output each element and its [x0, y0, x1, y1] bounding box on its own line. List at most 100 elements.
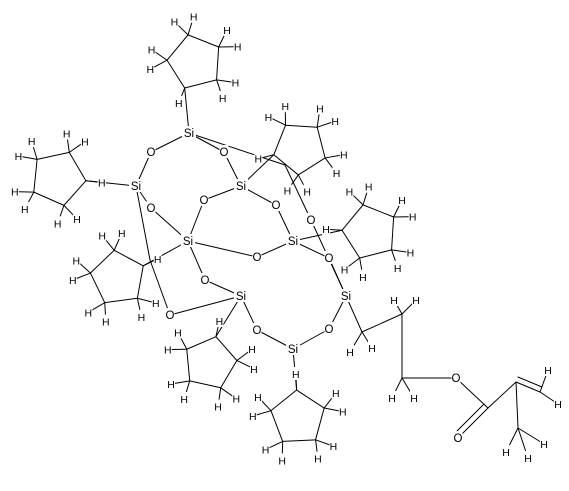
c-h-bond	[154, 51, 168, 61]
c-h-bond	[315, 439, 331, 446]
c-c-bond	[184, 79, 218, 89]
c-c-bond	[186, 348, 191, 382]
hydrogen-label-bg	[147, 42, 156, 56]
c-c-bond	[270, 410, 284, 442]
hydrogen-label: H	[85, 307, 93, 319]
c-c-bond	[113, 249, 144, 267]
ester-oxygen-label: O	[452, 373, 461, 385]
silicon-label: Si	[341, 291, 351, 303]
c-c-bond	[296, 389, 325, 409]
hydrogen-label-bg	[315, 101, 324, 115]
hydrogen-label: H	[15, 151, 23, 163]
c-c-bond	[216, 46, 220, 81]
c-c-double-bond	[517, 376, 543, 388]
hydrogen-label: H	[98, 231, 106, 243]
carbonyl-oxygen-label: O	[454, 433, 463, 445]
hydrogen-label-bg	[338, 404, 347, 418]
hydrogen-label-bg	[264, 109, 273, 123]
hydrogen-label: H	[118, 228, 126, 240]
si-o-bond	[135, 185, 151, 261]
hydrogen-label-bg	[222, 22, 231, 36]
hydrogen-label: H	[73, 214, 81, 226]
si-o-bond	[149, 259, 171, 316]
c-c-bond	[273, 154, 299, 176]
silicon-label: Si	[288, 344, 298, 356]
hydrogen-label-bg	[254, 151, 263, 165]
c-h-bond	[220, 387, 234, 397]
hydrogen-label: H	[167, 379, 175, 391]
hydrogen-label-bg	[53, 216, 62, 230]
c-c-bond	[166, 34, 189, 61]
c-c-bond	[391, 216, 395, 251]
hydrogen-label: H	[180, 394, 188, 406]
c-c-bond	[362, 204, 395, 218]
hydrogen-label-bg	[20, 201, 29, 215]
hydrogen-label-bg	[249, 361, 258, 375]
hydrogen-label-bg	[84, 305, 93, 319]
hydrogen-label: H	[69, 275, 77, 287]
c-c-bond	[359, 249, 393, 259]
hydrogen-label: H	[333, 168, 341, 180]
hydrogen-label-bg	[101, 314, 110, 328]
hydrogen-label: H	[341, 264, 349, 276]
hydrogen-label-bg	[163, 342, 172, 356]
si-c-bond	[215, 295, 242, 338]
c-c-bond	[341, 229, 361, 259]
c-h-bond	[323, 407, 340, 412]
hydrogen-label: H	[255, 154, 263, 166]
hydrogen-label-bg	[173, 325, 182, 339]
hydrogen-label: H	[102, 317, 110, 329]
c-h-bond	[236, 359, 251, 368]
hydrogen-label: H	[330, 441, 338, 453]
hydrogen-label: H	[234, 42, 242, 54]
c-c-bond	[89, 272, 106, 304]
hydrogen-label-bg	[180, 391, 189, 405]
hydrogen-label-bg	[146, 62, 155, 76]
c-h-bond	[316, 121, 332, 128]
c-c-bond	[285, 124, 318, 128]
si-c-bond	[292, 229, 343, 242]
hydrogen-label-bg	[358, 269, 367, 283]
silicon-label-bg	[234, 289, 248, 302]
silicon-label-bg	[181, 234, 195, 247]
c-c-bond	[166, 59, 186, 89]
hydrogen-label: H	[524, 453, 532, 465]
hydrogen-label: H	[332, 388, 340, 400]
c-c-bond	[104, 297, 138, 304]
c-h-bond	[91, 302, 106, 311]
hydrogen-label-bg	[117, 225, 126, 239]
c-h-bond	[362, 190, 368, 206]
c-c-bond	[220, 359, 238, 389]
oxygen-label: O	[166, 310, 175, 322]
hydrogen-label: H	[398, 195, 406, 207]
c-h-bond	[271, 118, 287, 126]
oxygen-label-bg	[252, 323, 262, 336]
hydrogen-label: H	[284, 185, 292, 197]
oxygen-label-bg	[146, 201, 156, 214]
hydrogen-label: H	[339, 407, 347, 419]
hydrogen-label-bg	[368, 341, 376, 354]
c-h-bond	[187, 20, 193, 36]
hydrogen-label: H	[148, 44, 156, 56]
hydrogen-label: H	[340, 150, 348, 162]
hydrogen-label-bg	[412, 293, 420, 306]
hydrogen-label-bg	[80, 134, 89, 148]
hydrogen-label: H	[28, 136, 36, 148]
hydrogen-label: H	[262, 445, 270, 457]
hydrogen-label-bg	[313, 451, 322, 465]
c-h-bond	[63, 204, 75, 217]
hydrogen-label: H	[81, 137, 89, 149]
hydrogen-label: H	[303, 187, 311, 199]
hydrogen-label-bg	[73, 212, 82, 226]
c-o-bond	[455, 377, 489, 409]
hydrogen-label: H	[544, 365, 552, 377]
silicon-label: Si	[183, 236, 193, 248]
hydrogen-label: H	[248, 344, 256, 356]
hydrogen-label-bg	[153, 251, 162, 265]
c-h-bond	[176, 23, 189, 36]
oxygen-label: O	[200, 195, 209, 207]
oxygen-label: O	[325, 324, 334, 336]
oxygen-label: O	[325, 253, 334, 265]
oxygen-label-bg	[199, 193, 209, 206]
